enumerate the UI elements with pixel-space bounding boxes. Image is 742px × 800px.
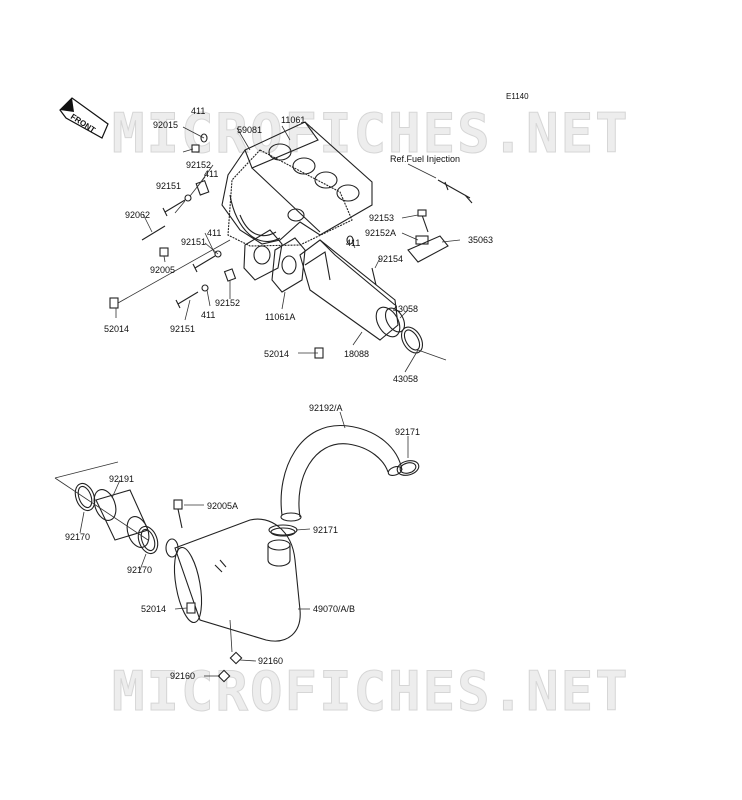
sleeve-92191 [93, 489, 150, 548]
label-18088: 18088 [344, 349, 369, 359]
label-411-d: 411 [201, 310, 215, 320]
label-92153: 92153 [369, 213, 394, 223]
bolt-52014-c [186, 602, 196, 614]
label-411-c: 411 [207, 228, 221, 238]
collar-92152-b [223, 268, 237, 282]
label-411-a: 411 [191, 106, 205, 116]
label-92171-a: 92171 [395, 427, 420, 437]
label-92015: 92015 [153, 120, 178, 130]
bolt-92151-b [192, 250, 222, 273]
collar-92152 [195, 179, 210, 196]
leader-lines-lower [54, 411, 409, 677]
label-92151-c: 92151 [170, 324, 195, 334]
label-92152A: 92152A [365, 228, 396, 238]
muffler-49070 [165, 518, 301, 642]
bolt-92151-a [162, 194, 192, 217]
clamp-92170-b [137, 525, 159, 555]
label-52014-b: 52014 [264, 349, 289, 359]
watermark-bottom: MICROFICHES.NET [112, 660, 630, 723]
pad-92160-b [217, 669, 231, 683]
bolt-92005A [173, 499, 183, 529]
gasket-11061a [271, 237, 306, 293]
label-411-e: 411 [346, 238, 360, 248]
fuel-injection-sensor [437, 179, 473, 204]
label-92005: 92005 [150, 265, 175, 275]
label-52014-a: 52014 [104, 324, 129, 334]
bolt-92005 [159, 247, 169, 257]
watermark-top: MICROFICHES.NET [112, 102, 630, 165]
label-92154: 92154 [378, 254, 403, 264]
label-411-b: 411 [204, 169, 218, 179]
label-92170-b: 92170 [127, 565, 152, 575]
label-43058-a: 43058 [393, 304, 418, 314]
clamp-92170-a [74, 482, 96, 512]
label-43058-b: 43058 [393, 374, 418, 384]
label-92152-b: 92152 [215, 298, 240, 308]
label-92005A: 92005A [207, 501, 238, 511]
label-92151-a: 92151 [156, 181, 181, 191]
label-92191: 92191 [109, 474, 134, 484]
bracket-35063 [407, 235, 449, 263]
label-52014-c: 52014 [141, 604, 166, 614]
label-35063: 35063 [468, 235, 493, 245]
bolt-92015 [191, 144, 200, 153]
label-92062: 92062 [125, 210, 150, 220]
leader-lines-upper [115, 125, 461, 373]
label-49070: 49070/A/B [313, 604, 355, 614]
bolt-92154 [371, 267, 377, 286]
label-92152-a: 92152 [186, 160, 211, 170]
label-11061: 11061 [281, 115, 305, 125]
front-arrow-icon: FRONT [59, 97, 109, 139]
washer-411-e [346, 235, 354, 245]
label-59081: 59081 [237, 125, 262, 135]
label-92160-b: 92160 [170, 671, 195, 681]
label-92171-b: 92171 [313, 525, 338, 535]
stud-92062 [141, 225, 166, 241]
bolt-52014-a [109, 297, 119, 309]
label-ref-fuel-injection: Ref.Fuel Injection [390, 154, 460, 164]
bolt-92151-c [175, 284, 209, 309]
label-92192: 92192/A [309, 403, 343, 413]
hose-92192 [280, 425, 403, 522]
bolt-92153 [417, 209, 429, 233]
o-ring-43058 [400, 326, 424, 354]
label-92170-a: 92170 [65, 532, 90, 542]
label-92160-a: 92160 [258, 656, 283, 666]
pad-92160-a [229, 651, 243, 665]
label-92151-b: 92151 [181, 237, 206, 247]
clamp-92171-upper [396, 460, 420, 476]
outlet-flange [243, 229, 283, 281]
label-11061A: 11061A [265, 312, 295, 322]
diagram-code: E1140 [506, 92, 529, 101]
